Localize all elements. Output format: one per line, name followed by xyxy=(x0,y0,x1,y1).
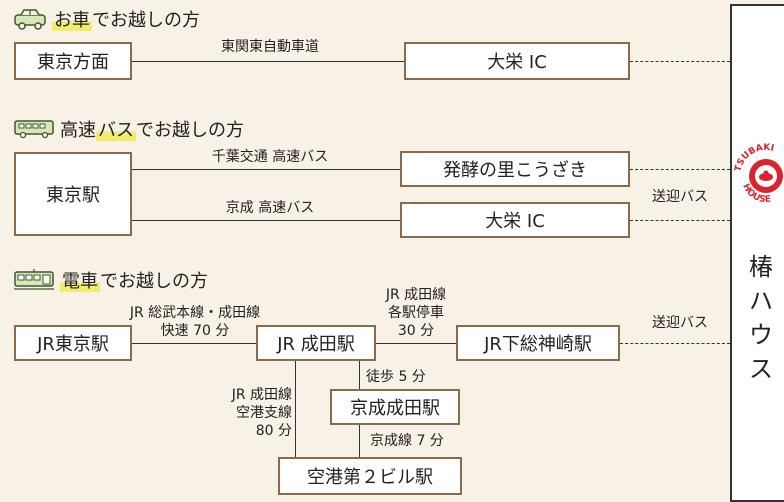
car-section-title: お車でお越しの方 xyxy=(52,6,200,32)
house-name-char-3: ウ xyxy=(749,321,773,349)
expressway-line xyxy=(132,61,404,62)
taiei-ic-car-label: 大栄 IC xyxy=(487,52,547,73)
keisei-bus-label: 京成 高速バス xyxy=(225,200,315,216)
jr-narita-label: JR 成田駅 xyxy=(277,334,355,355)
jr-shimosa-kanzaki-label: JR下総神崎駅 xyxy=(484,334,592,355)
train-section-header: 電車でお越しの方 xyxy=(14,266,208,294)
expressway-label: 東関東自動車道 xyxy=(221,39,319,55)
car-title-suffix: でお越しの方 xyxy=(92,10,200,31)
bus-shuttle-label: 送迎バス xyxy=(652,189,708,205)
airport-line-label: JR 成田線 xyxy=(231,387,292,403)
jr-tokyo-box: JR東京駅 xyxy=(14,325,132,361)
train-title-suffix: でお越しの方 xyxy=(100,271,208,292)
bus-title-prefix: 高速 xyxy=(60,120,96,141)
tokyo-direction-box: 東京方面 xyxy=(14,42,132,80)
train-shuttle-label: 送迎バス xyxy=(652,315,708,331)
sobu-time-label: 快速 70 分 xyxy=(160,323,230,339)
tsubaki-house-logo: TSUBAKI HOUSE xyxy=(732,132,784,216)
keisei-narita-box: 京成成田駅 xyxy=(330,389,460,425)
taiei-ic-bus-box: 大栄 IC xyxy=(400,202,630,238)
airport-terminal2-label: 空港第２ビル駅 xyxy=(307,467,433,488)
tokyo-direction-label: 東京方面 xyxy=(37,52,109,73)
walk-line xyxy=(359,361,360,389)
car-icon xyxy=(14,8,46,30)
train-section-title: 電車でお越しの方 xyxy=(60,267,208,293)
tokyo-station-bus-box: 東京駅 xyxy=(14,152,132,236)
hakko-no-sato-label: 発酵の里こうざき xyxy=(443,160,587,181)
narita-line xyxy=(376,343,456,344)
car-to-house-line xyxy=(630,61,730,62)
tsubaki-house-name: 椿 ハ ウ ス xyxy=(738,250,784,386)
jr-shimosa-kanzaki-box: JR下総神崎駅 xyxy=(456,325,620,361)
tsubaki-house-panel xyxy=(730,4,784,502)
tokyo-station-bus-label: 東京駅 xyxy=(46,185,100,206)
keisei-line-label: 京成線 7 分 xyxy=(370,433,444,449)
airport-branch-label: 空港支線 xyxy=(236,405,292,421)
bus-title-highlight: バス xyxy=(96,120,136,141)
airport-time-label: 80 分 xyxy=(255,423,292,439)
airport-branch-line xyxy=(295,361,296,457)
sobu-line-label: JR 総武本線・成田線 xyxy=(129,305,261,321)
jr-narita-box: JR 成田駅 xyxy=(256,325,376,361)
jr-tokyo-label: JR東京駅 xyxy=(37,334,109,355)
train-shuttle-line xyxy=(620,343,730,344)
narita-line-label: JR 成田線 xyxy=(385,287,447,303)
taiei-ic-bus-label: 大栄 IC xyxy=(485,211,545,232)
house-name-char-1: 椿 xyxy=(749,253,773,281)
airport-terminal2-box: 空港第２ビル駅 xyxy=(278,457,462,495)
narita-line-time-label: 30 分 xyxy=(397,323,435,339)
hakko-shuttle-line xyxy=(630,169,730,170)
bus-title-suffix: でお越しの方 xyxy=(136,120,244,141)
bus-icon xyxy=(14,119,54,139)
hakko-no-sato-box: 発酵の里こうざき xyxy=(400,151,630,187)
keisei-line xyxy=(359,425,360,457)
chiba-bus-line xyxy=(132,169,400,170)
taiei-ic-car-box: 大栄 IC xyxy=(404,42,630,80)
bus-section-title: 高速バスでお越しの方 xyxy=(60,116,244,142)
house-name-char-2: ハ xyxy=(749,287,773,315)
train-icon xyxy=(14,269,54,291)
car-section-header: お車でお越しの方 xyxy=(14,6,200,32)
house-name-char-4: ス xyxy=(749,355,773,383)
keisei-narita-label: 京成成田駅 xyxy=(350,398,440,419)
narita-line-type-label: 各駅停車 xyxy=(388,305,444,321)
car-title-highlight: お車 xyxy=(52,10,92,31)
bus-section-header: 高速バスでお越しの方 xyxy=(14,116,244,142)
keisei-bus-line xyxy=(132,220,400,221)
train-title-highlight: 電車 xyxy=(60,271,100,292)
chiba-bus-label: 千葉交通 高速バス xyxy=(211,149,329,165)
walk-label: 徒歩 5 分 xyxy=(366,369,426,385)
sobu-line xyxy=(132,343,256,344)
taiei-shuttle-line xyxy=(630,220,730,221)
